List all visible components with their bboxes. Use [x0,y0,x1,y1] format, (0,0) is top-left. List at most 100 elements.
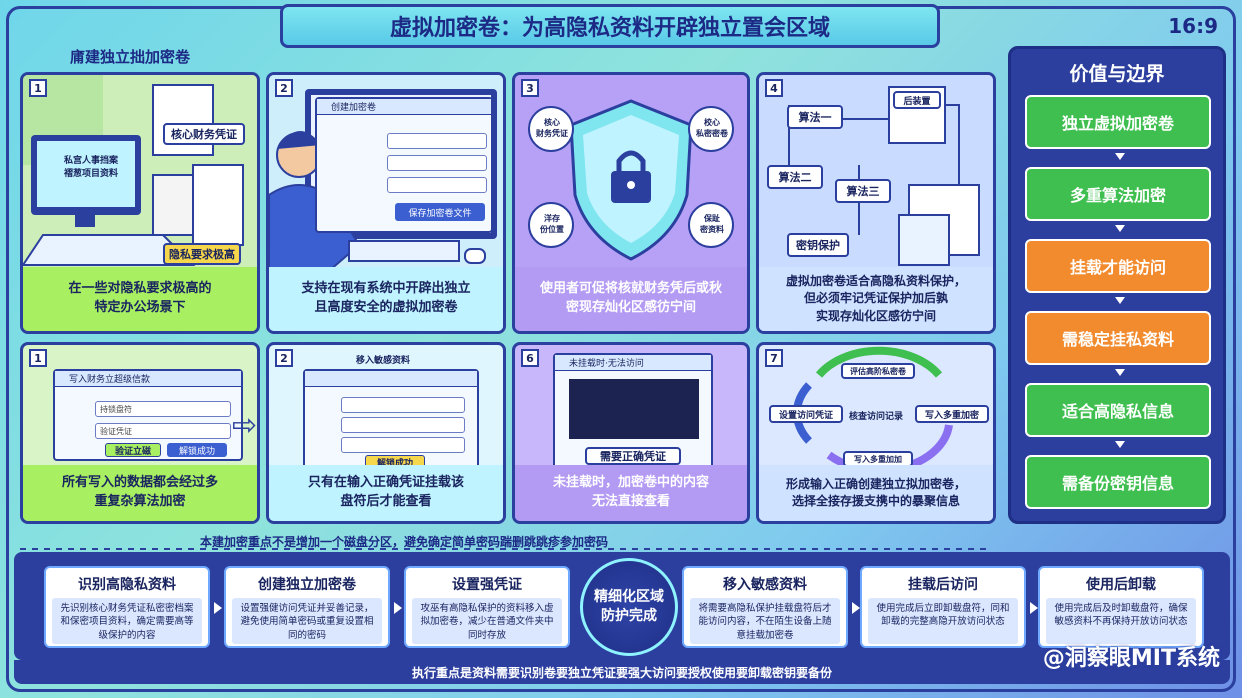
center-badge: 精细化区域 防护完成 [580,558,678,656]
watermark: @洞察眼MIT系统 [1042,646,1220,671]
panel-number: 7 [765,349,783,367]
arrow-right-icon [394,602,402,614]
algo-box: 算法一 [787,105,843,129]
panel-top-2: 2 创建加密卷 保存加密卷文件 支持在现有系统中开辟出独立 且高度安全的虚拟加密… [266,72,506,334]
step-title: 使用后卸载 [1086,577,1156,593]
aspect-ratio-label: 16:9 [1168,14,1218,38]
credential-field[interactable]: 验证凭证 [95,423,231,439]
panel-mid-1: 1 写入财务立超级信款 持锁盘符 验证凭证 验证立磁 解锁成功 所有写入的数据都… [20,342,260,524]
arrow-right-icon [852,602,860,614]
field[interactable] [341,437,465,453]
step-desc: 攻巫有高隐私保护的资料移入虚拟加密卷，减少在普通文件夹中同时存放 [412,598,562,644]
sidebar-item: 需备份密钥信息 [1025,455,1211,509]
sidebar-item: 多重算法加密 [1025,167,1211,221]
field[interactable] [387,133,487,149]
tag-core-finance: 核心财务凭证 [163,123,245,145]
cycle-center-text: 核查访问记录 [849,412,904,422]
field[interactable] [341,417,465,433]
step-title: 创建独立加密卷 [258,577,356,593]
step-desc: 设置强健访问凭证并妥善记录，避免使用简单密码或重复设置相同的密码 [232,598,382,644]
panel-top-3: 3 核心 财务凭证 校心 私密密卷 洋存 份位置 保趾 密资料 使用者可促将核就… [512,72,750,334]
step-desc: 使用完成后及时卸载盘符，确保敏感资料不再保持开放访问状态 [1046,598,1196,644]
window-title: 写入财务立超级信款 [55,371,241,387]
window-title: 未挂载时·无法访问 [555,355,711,371]
drive-field[interactable]: 持锁盘符 [95,401,231,417]
sidebar-item: 挂载才能访问 [1025,239,1211,293]
mount-window: 解锁成功 [303,369,479,471]
step-card: 移入敏感资料 将需要高隐私保护挂载盘符后才能访问内容，不在陌生设备上随意挂载加密… [682,566,848,648]
down-arrow-icon [1115,225,1125,232]
bubble-text: 洋存 份位置 [540,214,564,234]
field[interactable] [341,397,465,413]
unlock-button[interactable]: 解锁成功 [167,443,227,457]
panel-caption: 未挂载时，加密卷中的内容 无法直接查看 [515,465,747,521]
down-arrow-icon [1115,441,1125,448]
panel-number: 1 [29,349,47,367]
step-card: 设置强凭证 攻巫有高隐私保护的资料移入虚拟加密卷，减少在普通文件夹中同时存放 [404,566,570,648]
locked-screen [569,379,699,439]
sidebar-title: 价值与边界 [1069,63,1165,85]
value-boundary-sidebar: 价值与边界 独立虚拟加密卷 多重算法加密 挂载才能访问 需稳定挂私资料 适合高隐… [1008,46,1226,524]
screen-text: 私宫人事挡案 褶葱项目资料 [63,156,118,179]
panel-mid-2: 2 移入敏感资料 解锁成功 只有在输入正确凭证挂载该 盘符后才能查看 [266,342,506,524]
field[interactable] [387,155,487,171]
panel-caption: 所有写入的数据都会经过多 重复杂算法加密 [23,465,257,521]
step-card: 使用后卸载 使用完成后及时卸载盘符，确保敏感资料不再保持开放访问状态 [1038,566,1204,648]
algo-box: 算法三 [835,179,891,203]
step-title: 识别高隐私资料 [78,577,176,593]
down-arrow-icon [1115,153,1125,160]
need-credential-button[interactable]: 需要正确凭证 [585,447,681,465]
step-desc: 先识别核心财务凭证私密密档案和保密项目资料，确定需要高等级保护的内容 [52,598,202,644]
section-label: 庯建独立拙加密卷 [70,48,191,66]
arrow-right-icon [1030,602,1038,614]
steps-strip: 识别高隐私资料 先识别核心财务凭证私密密档案和保密项目资料，确定需要高等级保护的… [14,552,1230,660]
tag-privacy-high: 隐私要求极高 [163,243,241,265]
panel-number: 4 [765,79,783,97]
panel-number: 1 [29,79,47,97]
sidebar-item: 需稳定挂私资料 [1025,311,1211,365]
panel-caption: 在一些对隐私要求极高的 特定办公场景下 [23,267,257,331]
panel-number: 2 [275,349,293,367]
step-title: 挂载后访问 [908,577,978,593]
bubble-text: 校心 私密密卷 [696,118,728,138]
arrow-right-icon: ⇨ [232,408,258,443]
panel-top-4: 4 算法一 算法二 算法三 密钥保护 后装置 虚拟加密卷适合高隐私资料保护， 但… [756,72,996,334]
center-line: 防护完成 [601,608,657,624]
create-volume-window: 创建加密卷 保存加密卷文件 [315,97,493,233]
cycle-label: 设置访问凭证 [769,405,843,423]
write-window: 写入财务立超级信款 持锁盘符 验证凭证 验证立磁 解锁成功 [53,369,243,461]
step-card: 挂载后访问 使用完成后立即卸载盘符，同和卸载的完整高隐开放访问状态 [860,566,1026,648]
field[interactable] [387,177,487,193]
sidebar-item: 适合高隐私信息 [1025,383,1211,437]
panel-caption: 支持在现有系统中开辟出独立 且高度安全的虚拟加密卷 [269,267,503,331]
step-card: 识别高隐私资料 先识别核心财务凭证私密密档案和保密项目资料，确定需要高等级保护的… [44,566,210,648]
cycle-label: 评估高阶私密卷 [841,363,915,379]
panel-caption: 形成输入正确创建独立拟加密卷， 选择全接存援支携中的暴聚信息 [759,465,993,521]
move-in-label: 移入敏感资料 [355,355,410,366]
key-point-banner: 本建加密重点不是增加一个磁盘分区，避免确定简单密码踹删跳跳疹参加密码 [20,532,990,550]
save-volume-button[interactable]: 保存加密卷文件 [395,203,485,221]
step-desc: 将需要高隐私保护挂载盘符后才能访问内容，不在陌生设备上随意挂载加密卷 [690,598,840,644]
arrow-right-icon [214,602,222,614]
window-title [305,371,477,387]
step-card: 创建独立加密卷 设置强健访问凭证并妥善记录，避免使用简单密码或重复设置相同的密码 [224,566,390,648]
panel-caption: 虚拟加密卷适合高隐私资料保护， 但必须牢记凭证保护加后孰 实现存灿化区感彷宁间 [759,267,993,331]
down-arrow-icon [1115,369,1125,376]
panel-top-1: 1 核心财务凭证 隐私要求极高 私宫人事挡案 褶葱项目资料 在一些对隐私要求极高… [20,72,260,334]
office-desk-illustration [23,75,257,271]
panel-number: 6 [521,349,539,367]
panel-number: 3 [521,79,539,97]
verify-button[interactable]: 验证立磁 [105,443,161,457]
page-title: 虚拟加密卷：为高隐私资料开辟独立置会区域 [280,4,940,48]
no-access-window: 未挂载时·无法访问 需要正确凭证 [553,353,713,473]
panel-mid-4: 7 评估高阶私密卷 设置访问凭证 核查访问记录 写入多重加密 写入多重加加 形成… [756,342,996,524]
down-arrow-icon [1115,297,1125,304]
panel-caption: 只有在输入正确凭证挂载该 盘符后才能查看 [269,465,503,521]
step-desc: 使用完成后立即卸载盘符，同和卸载的完整高隐开放访问状态 [868,598,1018,644]
center-line: 精细化区域 [594,589,664,606]
panel-number: 2 [275,79,293,97]
step-title: 移入敏感资料 [723,577,807,593]
device-box: 后装置 [893,91,941,109]
sidebar-item: 独立虚拟加密卷 [1025,95,1211,149]
cycle-label: 写入多重加加 [843,451,913,467]
